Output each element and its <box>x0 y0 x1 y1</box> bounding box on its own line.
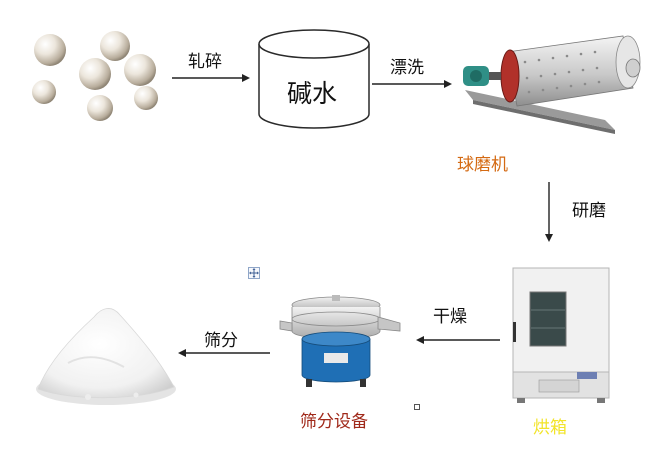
edge-label-dry: 干燥 <box>433 307 467 327</box>
ball-mill-image <box>455 28 650 136</box>
oven-image <box>509 266 614 404</box>
node-label-oven: 烘箱 <box>533 418 567 438</box>
arrow-crush <box>172 72 250 84</box>
arrow-grind <box>543 182 555 242</box>
alkali-water-cylinder <box>258 28 370 130</box>
sieve-equipment-image <box>278 293 403 393</box>
arrow-rinse <box>372 78 452 90</box>
arrow-sieve <box>178 347 270 359</box>
arrow-dry <box>416 334 500 346</box>
edge-label-crush: 轧碎 <box>188 52 222 72</box>
pearl-powder-image <box>28 293 178 409</box>
move-icon[interactable] <box>248 267 260 279</box>
edge-label-grind: 研磨 <box>572 201 606 221</box>
pearls-image <box>28 28 168 128</box>
resize-handle-icon[interactable] <box>414 404 420 410</box>
edge-label-rinse: 漂洗 <box>390 58 424 78</box>
node-label-sieve-equipment: 筛分设备 <box>300 412 368 432</box>
node-label-alkali-water: 碱水 <box>287 79 338 108</box>
edge-label-sieve: 筛分 <box>204 331 238 351</box>
node-label-ball-mill: 球磨机 <box>457 155 508 175</box>
